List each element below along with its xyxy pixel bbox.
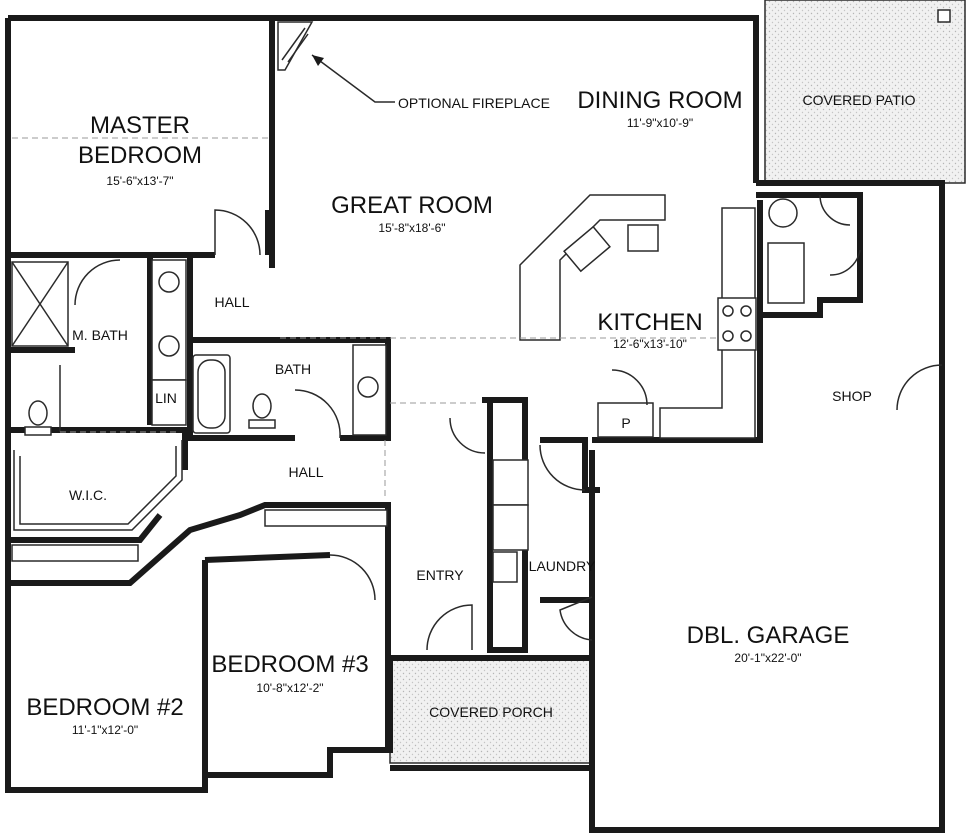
fireplace-leader (311, 54, 395, 103)
garage-dim: 20'-1"x22'-0" (734, 651, 801, 665)
laundry-sink-icon (492, 551, 518, 583)
covered-patio-area (764, 0, 966, 184)
m-bath-label: M. BATH (72, 327, 128, 343)
mbath-door (74, 259, 121, 306)
master-bedroom-label: MASTER (90, 112, 190, 139)
laundry-dryer (492, 504, 529, 551)
bath-door (294, 389, 341, 439)
sink-icon (357, 376, 379, 398)
pantry-closet (597, 402, 654, 438)
kitchen-island (519, 194, 666, 341)
sink-icon (158, 271, 180, 293)
covered-patio-label: COVERED PATIO (802, 92, 915, 108)
dining-room-label: DINING ROOM (577, 87, 742, 114)
bedroom3-closet (264, 509, 388, 527)
bedroom2-label: BEDROOM #2 (26, 694, 183, 721)
bedroom3-label: BEDROOM #3 (211, 651, 368, 678)
linen-closet (151, 379, 187, 426)
patio-table-icon (768, 198, 798, 228)
range-icon (717, 297, 757, 351)
bath-label: BATH (275, 361, 311, 377)
patio-post-icon (937, 9, 951, 23)
shop-door (896, 364, 943, 411)
laundry-door (449, 417, 486, 454)
fireplace-annotation: OPTIONAL FIREPLACE (398, 95, 550, 111)
pantry-label: P (621, 415, 630, 431)
patio-door (819, 194, 861, 276)
covered-porch-area (389, 657, 593, 764)
toilet-icon (248, 393, 276, 429)
kitchen-label: KITCHEN (597, 309, 702, 336)
kitchen-counter (659, 207, 756, 439)
closet-door (329, 554, 376, 601)
bedroom2-closet (11, 544, 139, 562)
bedroom2-dim: 11'-1"x12'-0" (72, 723, 138, 737)
wic-label: W.I.C. (69, 487, 107, 503)
kitchen-dim: 12'-6"x13'-10" (613, 337, 687, 351)
garage-label: DBL. GARAGE (687, 622, 850, 649)
master-door (214, 209, 261, 256)
sink-icon (158, 335, 180, 357)
master-bedroom-label-2: BEDROOM (78, 142, 202, 169)
hall-upper-label: HALL (214, 294, 249, 310)
garage-entry-door (559, 596, 593, 641)
bedroom3-dim: 10'-8"x12'-2" (256, 681, 323, 695)
entry-label: ENTRY (416, 567, 464, 583)
fireplace-icon (277, 21, 314, 71)
laundry-washer (492, 459, 529, 506)
covered-porch-label: COVERED PORCH (429, 704, 553, 720)
interior-walls (5, 18, 863, 790)
lin-label: LIN (155, 390, 177, 406)
entry-door (426, 604, 473, 651)
dining-room-dim: 11'-9"x10'-9" (627, 116, 693, 130)
pantry-door (611, 369, 648, 406)
great-room-dim: 15'-8"x18'-6" (378, 221, 445, 235)
toilet-icon (24, 400, 52, 436)
laundry-label: LAUNDRY (529, 558, 596, 574)
great-room-label: GREAT ROOM (331, 192, 493, 219)
hall-lower-label: HALL (288, 464, 323, 480)
kitchen-sink-icon (563, 225, 611, 273)
shop-label: SHOP (832, 388, 872, 404)
wic-shelves (13, 440, 183, 531)
kitchen-stool (627, 224, 659, 252)
garage-door (539, 444, 586, 491)
master-bedroom-dim: 15'-6"x13'-7" (106, 174, 173, 188)
